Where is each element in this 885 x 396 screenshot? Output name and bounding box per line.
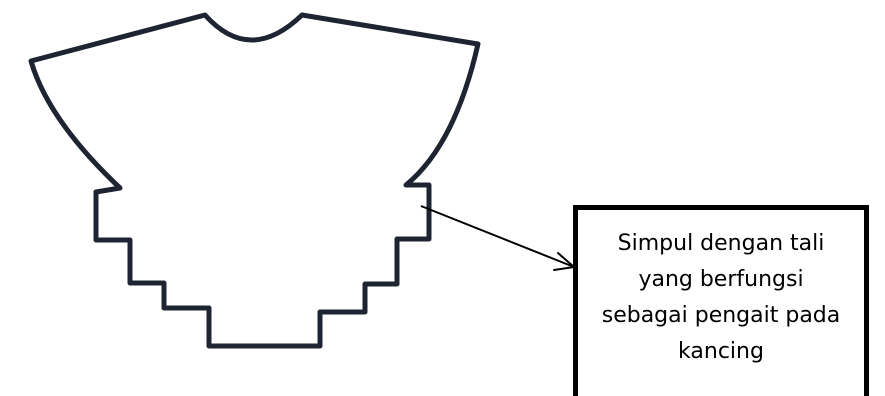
garment-outline	[28, 12, 481, 349]
callout-box: Simpul dengan tali yang berfungsi sebaga…	[573, 205, 869, 396]
callout-label: Simpul dengan tali yang berfungsi sebaga…	[601, 231, 841, 364]
knot-pointer-arrow	[420, 205, 575, 268]
arrow-head	[553, 252, 575, 271]
